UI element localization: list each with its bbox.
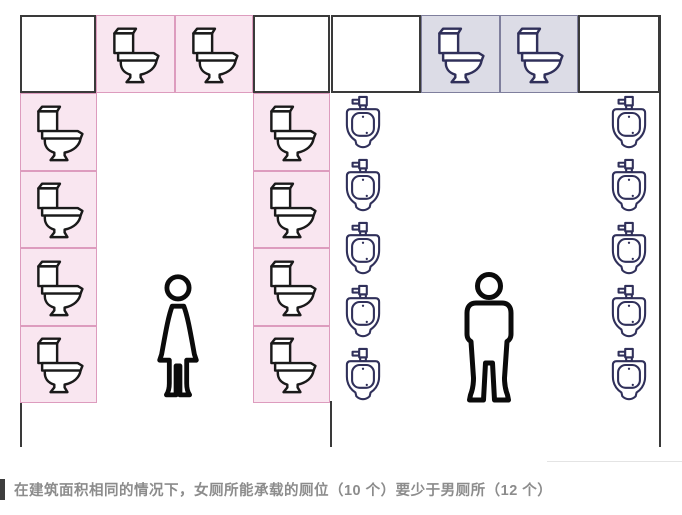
dividing-wall xyxy=(330,401,332,447)
womens-toilet-stall xyxy=(20,325,97,403)
womens-toilet-stall xyxy=(253,248,330,326)
caption: 在建筑面积相同的情况下，女厕所能承载的厕位（10 个）要少于男厕所（12 个） xyxy=(0,479,682,500)
urinal xyxy=(340,158,386,213)
caption-text: 在建筑面积相同的情况下，女厕所能承载的厕位（10 个）要少于男厕所（12 个） xyxy=(14,483,553,499)
urinal-icon xyxy=(606,158,652,213)
womens-toilet-stall xyxy=(253,93,330,171)
toilet-icon xyxy=(507,24,571,84)
mens-corner-cell-left xyxy=(331,15,421,93)
urinal xyxy=(340,221,386,276)
urinal-icon xyxy=(606,221,652,276)
urinal-icon xyxy=(606,95,652,150)
urinal-icon xyxy=(340,221,386,276)
mens-toilet-stall xyxy=(499,15,578,93)
urinal-icon xyxy=(606,284,652,339)
toilet-icon xyxy=(260,102,324,162)
caption-accent-bar xyxy=(0,479,5,500)
womens-top-row xyxy=(20,15,330,93)
woman-pictogram-icon xyxy=(157,274,199,398)
womens-toilet-stall xyxy=(174,15,253,93)
toilet-icon xyxy=(260,334,324,394)
urinal xyxy=(606,221,652,276)
womens-corner-cell-right xyxy=(253,15,330,93)
womens-toilet-stall xyxy=(253,325,330,403)
womens-toilet-stall xyxy=(253,170,330,248)
womens-right-stall-column xyxy=(253,93,330,403)
womens-toilet-stall xyxy=(96,15,175,93)
womens-top-stalls xyxy=(96,15,253,93)
womens-left-wall xyxy=(20,401,22,447)
womens-toilet-stall xyxy=(20,248,97,326)
toilet-icon xyxy=(428,24,492,84)
toilet-icon xyxy=(182,24,246,84)
man-pictogram-icon xyxy=(464,272,514,403)
mens-top-row xyxy=(331,15,660,93)
mens-right-wall xyxy=(659,15,661,447)
urinal-icon xyxy=(606,347,652,402)
mens-left-urinal-column xyxy=(340,95,386,402)
urinal-icon xyxy=(340,284,386,339)
toilet-icon xyxy=(260,179,324,239)
urinal xyxy=(340,284,386,339)
toilet-icon xyxy=(27,334,91,394)
toilet-icon xyxy=(27,102,91,162)
womens-corner-cell-left xyxy=(20,15,96,93)
urinal xyxy=(606,347,652,402)
womens-toilet-stall xyxy=(20,170,97,248)
mens-toilet-stall xyxy=(421,15,500,93)
toilet-icon xyxy=(260,257,324,317)
mens-corner-cell-right xyxy=(578,15,660,93)
urinal xyxy=(606,95,652,150)
toilet-icon xyxy=(27,179,91,239)
urinal xyxy=(606,158,652,213)
urinal-icon xyxy=(340,347,386,402)
toilet-icon xyxy=(27,257,91,317)
womens-left-stall-column xyxy=(20,93,97,403)
mens-right-urinal-column xyxy=(606,95,652,402)
womens-toilet-stall xyxy=(20,93,97,171)
separator-line xyxy=(547,461,682,462)
urinal xyxy=(606,284,652,339)
urinal xyxy=(340,347,386,402)
mens-top-stalls xyxy=(421,15,578,93)
toilet-icon xyxy=(103,24,167,84)
urinal xyxy=(340,95,386,150)
urinal-icon xyxy=(340,158,386,213)
urinal-icon xyxy=(340,95,386,150)
